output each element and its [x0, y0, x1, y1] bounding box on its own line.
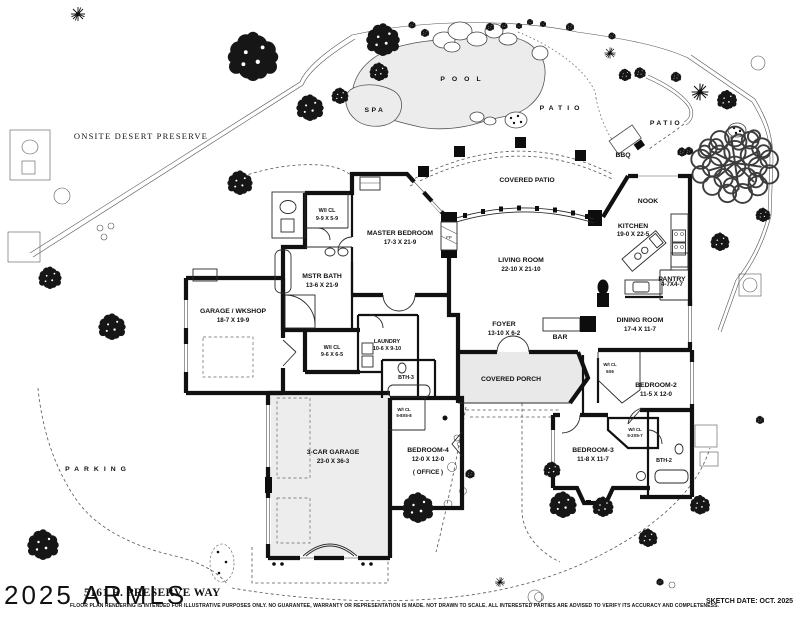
laundry-label: LAUNDRY	[374, 339, 401, 345]
closet2-label: W/I CL	[603, 362, 617, 367]
spa-label: SPA	[365, 107, 386, 114]
dining-room-dims: 17-4 X 11-7	[624, 326, 657, 333]
living-room-label: LIVING ROOM	[498, 257, 544, 264]
patio-right-label: PATIO	[650, 120, 682, 127]
patio-columns	[418, 137, 586, 177]
hall-closet-dims: 9-6 X 6-5	[321, 352, 343, 358]
footer: 2025 ARMLS 5161 E. PRESERVE WAY FLOOR PL…	[4, 580, 793, 610]
master-bedroom-label: MASTER BEDROOM	[367, 230, 433, 237]
closet3-label: W/I CL	[628, 427, 642, 432]
bbq-label: BBQ	[615, 152, 630, 159]
foyer-label: FOYER	[492, 321, 516, 328]
nook-label: NOOK	[638, 198, 658, 205]
pantry-dims: 4-7X4-7	[661, 281, 684, 288]
bedroom2-dims: 11-5 X 12-0	[640, 391, 673, 398]
boulder-dots	[509, 114, 742, 135]
address-label: 5161 E. PRESERVE WAY	[84, 587, 221, 599]
sketch-date: SKETCH DATE: OCT. 2025	[706, 598, 793, 605]
garage-workshop-label: GARAGE / WKSHOP	[200, 308, 267, 315]
bedroom3-dims: 11-8 X 11-7	[577, 456, 609, 463]
garage3-floor	[268, 393, 390, 558]
bath3-label: BTH-3	[398, 375, 414, 381]
kitchen-dims: 19-0 X 22-5	[617, 231, 650, 238]
covered-patio-label: COVERED PATIO	[499, 177, 554, 184]
bar-label: BAR	[553, 334, 568, 341]
master-closet-label: W/I CL	[319, 208, 336, 214]
pantry-label: PANTRY	[658, 276, 686, 283]
laundry-dims: 10-6 X 9-10	[373, 346, 401, 352]
master-bedroom-dims: 17-3 X 21-9	[384, 239, 417, 246]
windows	[183, 173, 695, 562]
bedroom4-dims: 12-0 X 12-0	[412, 456, 445, 463]
preserve-label: ONSITE DESERT PRESERVE	[74, 131, 208, 141]
dining-room-label: DINING ROOM	[617, 317, 664, 324]
garage3-dims: 23-0 X 36-3	[317, 458, 350, 465]
garage3-label: 3-CAR GARAGE	[307, 449, 360, 456]
master-closet-dims: 9-9 X 5-9	[316, 216, 338, 222]
bedroom4-label: BEDROOM-4	[407, 447, 449, 454]
disclaimer: FLOOR PLAN RENDERING IS INTENDED FOR ILL…	[70, 603, 720, 609]
garage-workshop-dims: 18-7 X 19-9	[217, 317, 250, 324]
bedroom4-note: ( OFFICE )	[413, 469, 443, 476]
closet3-dims: 5-2X5-7	[627, 433, 643, 438]
watermark: 2025 ARMLS	[4, 580, 187, 610]
living-room-dims: 22-10 X 21-10	[501, 266, 541, 273]
master-bath-label: MSTR BATH	[302, 273, 342, 280]
fireplace-label: FP	[446, 235, 452, 240]
pool-label: POOL	[440, 76, 487, 83]
bbq-structure	[608, 124, 646, 155]
master-bath-dims: 13-6 X 21-9	[306, 282, 339, 289]
closet2-dims: 5X6	[606, 369, 614, 374]
porch-floor	[458, 352, 588, 403]
door-arcs	[282, 227, 663, 457]
pool-shape	[345, 35, 546, 130]
hall-closet-label: W/I CL	[324, 345, 341, 351]
bath-fixtures	[274, 247, 349, 329]
closet4-dims: 5-8X5-8	[396, 413, 412, 418]
bedroom3-label: BEDROOM-3	[572, 447, 614, 454]
bath2-label: BTH-2	[656, 458, 672, 464]
parking-label: PARKING	[65, 466, 131, 473]
window-mullions	[463, 205, 589, 219]
kitchen-island	[621, 230, 667, 272]
foyer-dims: 13-10 X 6-2	[488, 330, 521, 337]
kitchen-label: KITCHEN	[618, 223, 648, 230]
labels: ONSITE DESERT PRESERVE POOL SPA PATIO PA…	[65, 76, 686, 476]
bedroom2-label: BEDROOM-2	[635, 382, 677, 389]
closet4-label: W/I CL	[397, 407, 411, 412]
covered-porch-label: COVERED PORCH	[481, 376, 541, 383]
site-features	[7, 21, 774, 605]
patio-upper-label: PATIO	[540, 105, 585, 112]
